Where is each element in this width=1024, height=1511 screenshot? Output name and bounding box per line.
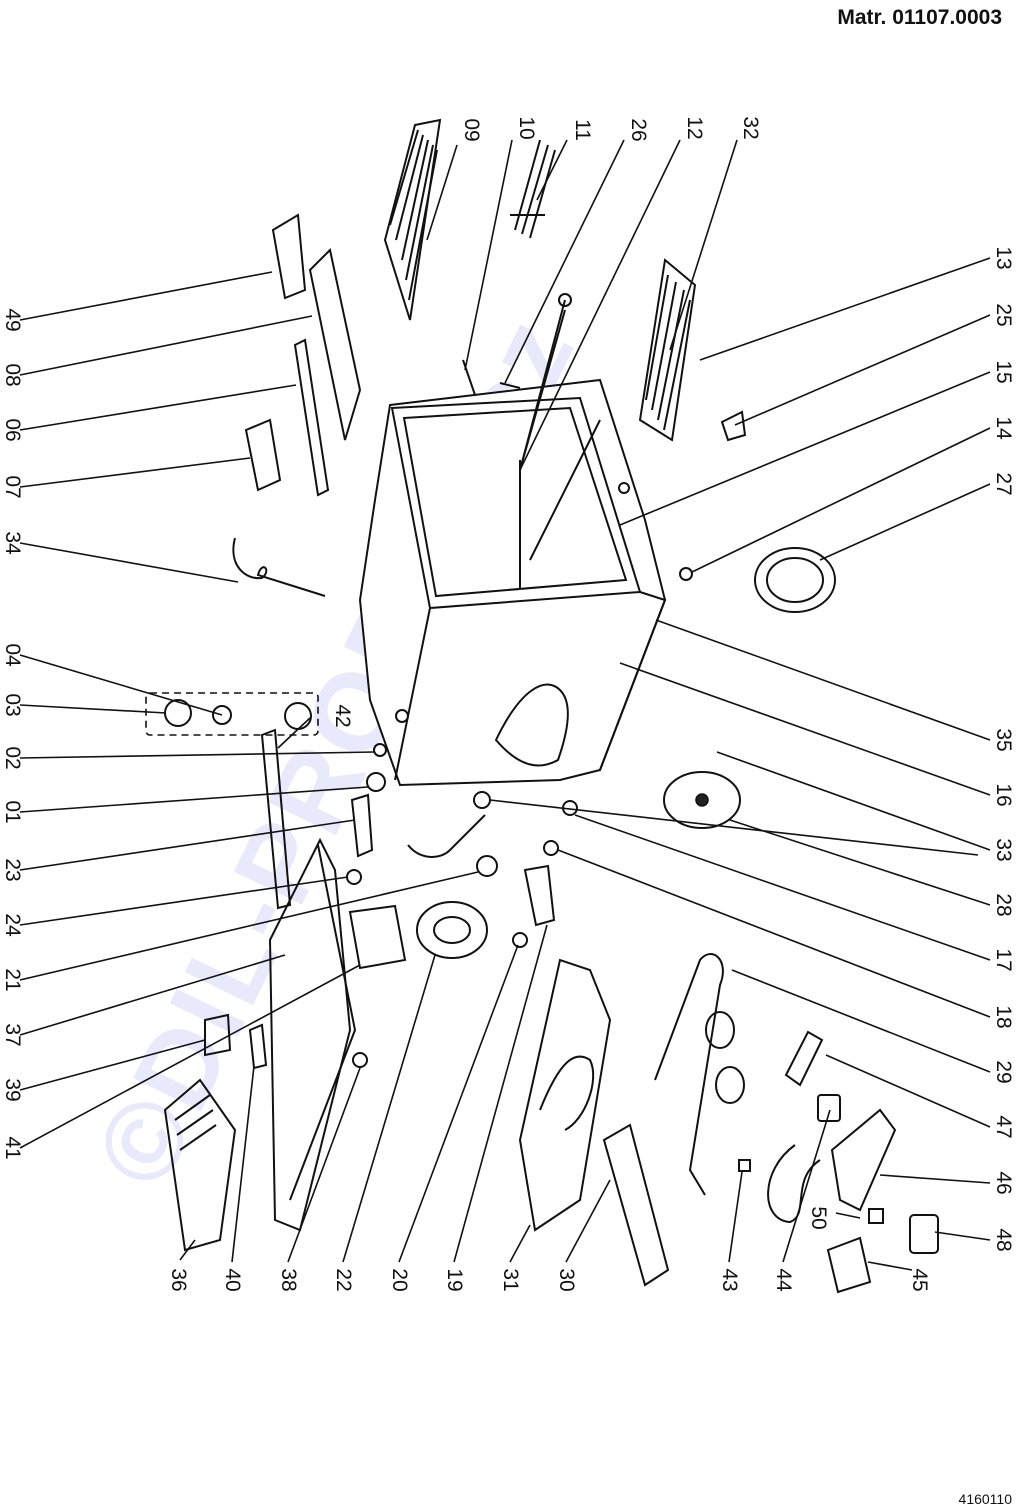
label-22: 22 <box>332 1268 355 1291</box>
part-labels: 09 10 11 26 12 32 13 25 15 14 27 49 08 0… <box>1 116 1015 1292</box>
label-45: 45 <box>908 1268 931 1291</box>
spit-rod <box>519 293 572 471</box>
strip-06 <box>293 338 330 497</box>
label-27: 27 <box>992 472 1015 495</box>
label-34: 34 <box>1 531 24 555</box>
baking-tray-31 <box>518 958 612 1232</box>
label-21: 21 <box>1 968 24 991</box>
switch-45 <box>826 1236 872 1294</box>
lamp-assembly <box>145 692 319 736</box>
label-20: 20 <box>388 1268 411 1291</box>
heating-ring-27 <box>754 547 836 613</box>
label-06: 06 <box>1 418 24 441</box>
heating-element-29 <box>654 953 745 1196</box>
small-parts <box>204 359 884 1224</box>
figure-code: 4160110 <box>958 1491 1012 1507</box>
label-23: 23 <box>1 858 24 881</box>
switch-48 <box>909 1214 939 1254</box>
cable-44 <box>767 1094 841 1224</box>
label-30: 30 <box>555 1268 578 1291</box>
fan-motor-22 <box>416 901 488 959</box>
label-10: 10 <box>515 116 538 139</box>
door-seal-42 <box>260 728 292 910</box>
label-35: 35 <box>992 728 1015 751</box>
right-shelf-grid <box>638 258 697 442</box>
small-grid-11 <box>510 139 556 239</box>
label-29: 29 <box>992 1060 1015 1083</box>
label-13: 13 <box>992 246 1015 269</box>
label-09: 09 <box>460 118 483 141</box>
label-18: 18 <box>992 1005 1015 1028</box>
label-07: 07 <box>1 475 24 498</box>
label-17: 17 <box>992 948 1015 971</box>
label-40: 40 <box>221 1268 244 1291</box>
bracket-49 <box>271 213 307 300</box>
connector-47 <box>784 1030 824 1087</box>
label-11: 11 <box>571 119 594 141</box>
label-32: 32 <box>739 116 762 139</box>
label-24: 24 <box>1 913 24 937</box>
label-03: 03 <box>1 693 24 716</box>
label-36: 36 <box>167 1268 190 1291</box>
label-33: 33 <box>992 838 1015 861</box>
label-08: 08 <box>1 363 24 386</box>
label-28: 28 <box>992 893 1015 916</box>
label-14: 14 <box>992 416 1015 440</box>
fan-cover-28 <box>663 771 741 829</box>
label-48: 48 <box>992 1228 1015 1251</box>
material-number: Matr. 01107.0003 <box>837 6 1002 29</box>
lamp-cable-34 <box>232 537 326 597</box>
label-16: 16 <box>992 783 1015 806</box>
label-02: 02 <box>1 746 24 769</box>
fan-36 <box>163 1078 237 1252</box>
label-46: 46 <box>992 1171 1015 1194</box>
thermostat-46 <box>830 1108 897 1212</box>
top-shelf-grid <box>383 118 442 321</box>
label-15: 15 <box>992 360 1015 383</box>
label-42: 42 <box>331 704 354 727</box>
leader-lines <box>19 139 991 1271</box>
label-43: 43 <box>718 1268 741 1291</box>
glass-panel-08 <box>308 247 362 441</box>
label-12: 12 <box>683 116 706 139</box>
label-26: 26 <box>627 118 650 141</box>
side-panel-21 <box>268 837 357 1232</box>
label-37: 37 <box>1 1023 24 1046</box>
label-41: 41 <box>1 1136 24 1159</box>
hinge-07 <box>244 418 282 492</box>
label-44: 44 <box>772 1268 795 1292</box>
label-39: 39 <box>1 1078 24 1101</box>
label-38: 38 <box>277 1268 300 1291</box>
label-31: 31 <box>499 1268 522 1291</box>
label-49: 49 <box>1 308 24 331</box>
label-47: 47 <box>992 1115 1015 1138</box>
label-19: 19 <box>443 1268 466 1291</box>
label-01: 01 <box>1 800 24 823</box>
label-50: 50 <box>807 1206 830 1229</box>
element-30 <box>602 1123 670 1287</box>
label-25: 25 <box>992 303 1015 326</box>
oven-cavity <box>358 309 667 787</box>
label-04: 04 <box>1 643 24 667</box>
